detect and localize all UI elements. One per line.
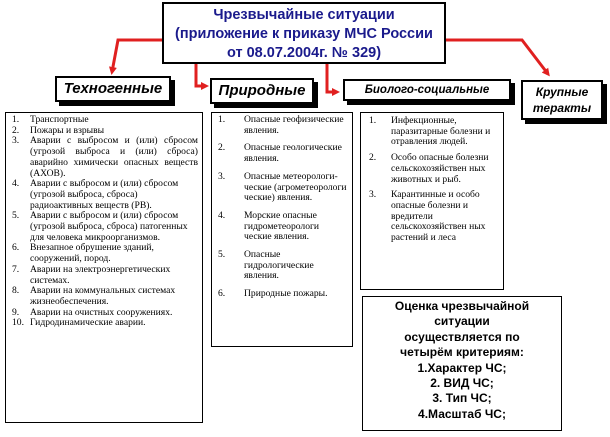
item-text: Аварии на коммунальных системах жизнеобе… bbox=[30, 285, 176, 307]
technogenic-list-box: 1. Транспортные 2. Пожары и взрывы 3. Авари… bbox=[5, 112, 203, 423]
item-number: 3. bbox=[12, 135, 20, 147]
category-technogenic: Техногенные bbox=[55, 76, 171, 102]
list-item: 4. Морские опасные гидрометеорологи чески… bbox=[218, 209, 348, 243]
item-text: Аварии на электроэнергетических системах… bbox=[30, 263, 171, 286]
title-box: Чрезвычайные ситуации (приложение к прик… bbox=[162, 2, 446, 64]
item-text: Опасные геологические явления. bbox=[244, 142, 342, 165]
list-item: 5. Аварии с выбросом и (или) сбросом (угр… bbox=[12, 210, 198, 243]
item-number: 2. bbox=[218, 142, 226, 154]
item-number: 4. bbox=[218, 209, 226, 221]
title-line-1: Чрезвычайные ситуации bbox=[213, 7, 395, 23]
list-item: 6. Внезапное обрушение зданий, сооружений… bbox=[12, 243, 198, 264]
item-text: Аварии на очистных сооружениях. bbox=[30, 306, 173, 318]
evaluation-line-1: Оценка чрезвычайной bbox=[394, 299, 530, 313]
evaluation-criteria-box: Оценка чрезвычайной ситуации осуществляе… bbox=[362, 296, 562, 431]
item-number: 8. bbox=[12, 285, 20, 297]
list-item: 3. Карантинные и особо опасные болезни и … bbox=[369, 189, 499, 244]
item-number: 5. bbox=[218, 249, 226, 261]
list-item: 5. Опасные гидрологические явления. bbox=[218, 249, 348, 282]
biosocial-list-box: 1. Инфекционные, паразитарные болезни и о… bbox=[360, 112, 504, 290]
arrow-to-natural bbox=[194, 64, 209, 90]
item-text: Особо опасные болезни сельскохозяйствен … bbox=[391, 152, 489, 185]
evaluation-line-3: осуществляется по bbox=[404, 329, 520, 344]
item-text: Опасные метеорологи-ческие (агрометеорол… bbox=[244, 170, 347, 204]
title-line-2: (приложение к приказу МЧС России bbox=[175, 26, 433, 42]
list-item: 3. Аварии с выбросом и (или) сбросом (угр… bbox=[12, 136, 198, 179]
list-item: 2. Пожары и взрывы bbox=[12, 124, 198, 137]
item-text: Аварии с выбросом и (или) сбросом (угроз… bbox=[30, 135, 198, 179]
list-item: 6. Природные пожары. bbox=[218, 288, 348, 300]
item-number: 1. bbox=[12, 114, 20, 125]
item-text: Опасные гидрологические явления. bbox=[244, 249, 314, 282]
item-number: 9. bbox=[12, 306, 20, 318]
list-item: 10. Гидродинамические аварии. bbox=[12, 318, 198, 329]
item-text: Морские опасные гидрометеорологи ческие … bbox=[244, 209, 320, 243]
evaluation-line-7: 3. Тип ЧС; bbox=[432, 391, 492, 406]
item-text: Внезапное обрушение зданий, сооружений, … bbox=[30, 242, 154, 265]
item-number: 5. bbox=[12, 210, 20, 222]
evaluation-line-5: 1.Характер ЧС; bbox=[417, 360, 507, 375]
item-text: Опасные геофизические явления. bbox=[244, 114, 344, 136]
evaluation-line-4: четырём критериям: bbox=[400, 345, 524, 360]
category-major-terror-acts: Крупные теракты bbox=[521, 80, 603, 120]
title-line-3: от 08.07.2004г. № 329) bbox=[226, 45, 382, 61]
item-number: 2. bbox=[369, 152, 377, 164]
category-biosocial: Биолого-социальные bbox=[343, 79, 511, 101]
item-number: 2. bbox=[12, 124, 20, 136]
list-item: 3. Опасные метеорологи-ческие (агрометеор… bbox=[218, 170, 348, 204]
item-number: 1. bbox=[369, 115, 377, 126]
arrow-to-biosocial bbox=[325, 64, 340, 96]
list-item: 1. Транспортные bbox=[12, 114, 198, 126]
item-number: 1. bbox=[218, 114, 226, 125]
list-item: 2. Опасные геологические явления. bbox=[218, 143, 348, 164]
item-text: Транспортные bbox=[30, 114, 89, 125]
item-text: Аварии с выбросом и (или) сбросом (угроз… bbox=[30, 178, 179, 211]
item-text: Инфекционные, паразитарные болезни и отр… bbox=[391, 115, 491, 148]
list-item: 8. Аварии на коммунальных системах жизнео… bbox=[12, 285, 198, 307]
item-text: Гидродинамические аварии. bbox=[30, 317, 146, 329]
list-item: 4. Аварии с выбросом и (или) сбросом (угр… bbox=[12, 178, 198, 211]
item-text: Пожары и взрывы bbox=[30, 124, 105, 136]
arrow-to-major-acts bbox=[446, 38, 550, 77]
item-text: Природные пожары. bbox=[244, 288, 328, 300]
evaluation-line-6: 2. ВИД ЧС; bbox=[430, 376, 494, 391]
evaluation-line-8: 4.Масштаб ЧС; bbox=[418, 406, 506, 421]
item-number: 10. bbox=[12, 317, 24, 329]
item-number: 7. bbox=[12, 263, 20, 275]
evaluation-line-2: ситуации bbox=[434, 314, 490, 329]
item-text: Карантинные и особо опасные болезни и вр… bbox=[391, 189, 486, 244]
item-number: 3. bbox=[369, 189, 377, 201]
list-item: 1. Опасные геофизические явления. bbox=[218, 114, 348, 136]
major-acts-line-2: теракты bbox=[532, 101, 592, 115]
item-number: 4. bbox=[12, 178, 20, 190]
item-number: 6. bbox=[12, 242, 20, 254]
list-item: 7. Аварии на электроэнергетических систем… bbox=[12, 263, 198, 286]
item-text: Аварии с выбросом и (или) сбросом (угроз… bbox=[30, 210, 188, 243]
list-item: 2. Особо опасные болезни сельскохозяйстве… bbox=[369, 152, 499, 185]
natural-list-box: 1. Опасные геофизические явления. 2. Опасн… bbox=[211, 112, 353, 347]
item-number: 3. bbox=[218, 170, 226, 182]
major-acts-line-1: Крупные bbox=[535, 85, 589, 99]
list-item: 9. Аварии на очистных сооружениях. bbox=[12, 306, 198, 319]
arrow-to-technogenic bbox=[108, 38, 162, 75]
item-number: 6. bbox=[218, 288, 226, 300]
list-item: 1. Инфекционные, паразитарные болезни и о… bbox=[369, 115, 499, 148]
category-natural: Природные bbox=[210, 78, 314, 104]
